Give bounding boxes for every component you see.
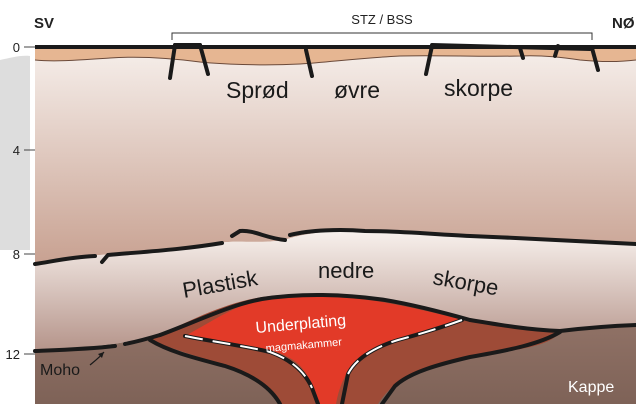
lower-crust-word-2: nedre [318, 258, 374, 283]
zone-label: STZ / BSS [351, 12, 413, 27]
mantle-label: Kappe [568, 379, 614, 396]
upper-crust-word-1: Sprød [226, 77, 289, 103]
depth-tick-8: 8 [13, 247, 20, 262]
zone-bracket [172, 33, 592, 40]
upper-crust-word-3: skorpe [444, 75, 513, 101]
direction-left: SV [34, 15, 54, 32]
depth-tick-4: 4 [13, 143, 20, 158]
direction-right: NØ [612, 15, 635, 32]
moho-label: Moho [40, 362, 80, 379]
depth-tick-0: 0 [13, 40, 20, 55]
upper-crust-word-2: øvre [334, 77, 380, 103]
depth-tick-12: 12 [6, 347, 20, 362]
